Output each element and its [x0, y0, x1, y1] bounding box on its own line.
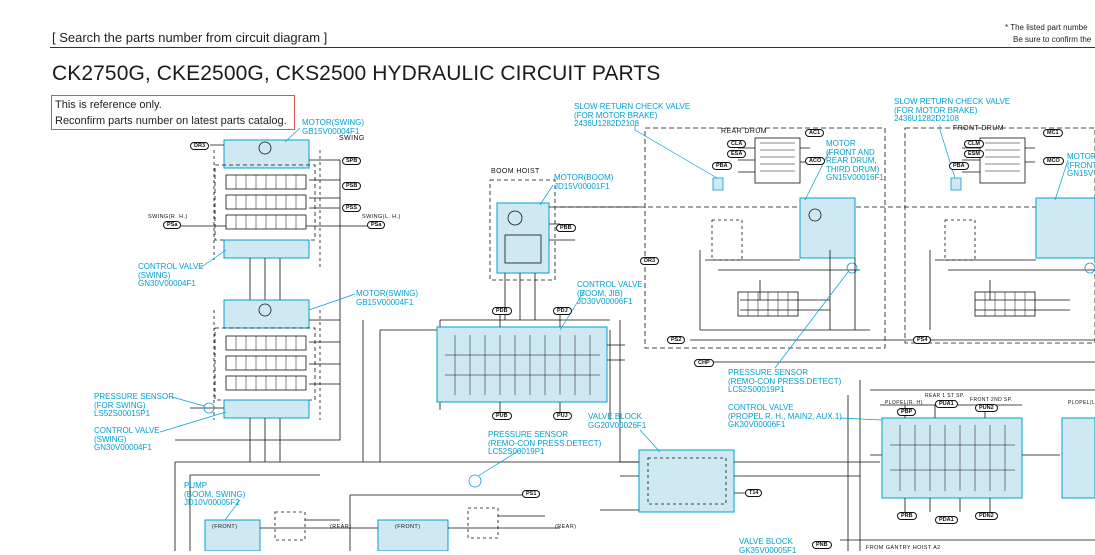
port-tag: PS4 — [913, 336, 932, 344]
plopel-rh-text: PLOPEL(R. H) — [885, 400, 923, 406]
port-tag-aco: ACO — [805, 157, 826, 165]
boom-control-valve-box — [436, 326, 608, 403]
swing-valve-2-box — [223, 399, 310, 419]
rear-drum-motor-box — [799, 197, 856, 259]
page-title: CK2750G, CKE2500G, CKS2500 HYDRAULIC CIR… — [52, 62, 661, 85]
valve-block-1-box — [638, 449, 735, 513]
block-title-boom-hoist: BOOM HOIST — [491, 168, 540, 175]
label-control-valve-propel: CONTROL VALVE(PROPEL R. H., MAIN2, AUX.1… — [728, 403, 842, 430]
block-title-swing: SWING — [339, 135, 365, 142]
parts-note-line2: Be sure to confirm the — [1013, 35, 1092, 44]
port-tag: PUB — [492, 412, 512, 420]
swing-rh-text: SWING(R. H.) — [148, 214, 188, 220]
port-tag: PRB — [897, 512, 917, 520]
port-tag: PUN2 — [975, 404, 998, 412]
port-tag: PNB — [812, 541, 832, 549]
pump-front-text: (FRONT) — [212, 524, 238, 530]
pump-box — [204, 519, 261, 551]
label-slow-return-1: SLOW RETURN CHECK VALVE(FOR MOTOR BRAKE)… — [574, 102, 691, 129]
reference-note: This is reference only. Reconfirm parts … — [51, 95, 295, 130]
port-tag: PUJ — [553, 412, 572, 420]
parts-note-line1: * The listed part numbe — [1005, 23, 1088, 32]
block-title-rear-drum: REAR DRUM — [721, 128, 767, 135]
label-slow-return-2: SLOW RETURN CHECK VALVE(FOR MOTOR BRAKE)… — [894, 97, 1011, 124]
port-tag: PBA — [949, 162, 969, 170]
port-tag: PSS — [342, 204, 362, 212]
port-tag: DR3 — [640, 257, 660, 265]
port-tag: CHP — [694, 359, 714, 367]
section-header: [ Search the parts number from circuit d… — [52, 30, 328, 45]
propel-control-valve-box — [881, 417, 1023, 499]
rear-1st-text: REAR 1 ST SP. — [925, 393, 965, 399]
parts-note: * The listed part numbe Be sure to confi… — [1005, 22, 1091, 46]
swing-motor-2-box — [223, 299, 310, 329]
label-pump: PUMP(BOOM, SWING)JD10V00005F2 — [184, 481, 246, 508]
port-tag: PSa — [163, 221, 182, 229]
label-control-valve-swing-1: CONTROL VALVE(SWING)GN30V00004F1 — [138, 262, 204, 289]
port-tag-cla: CLA — [727, 140, 747, 148]
pump-rear-text: (REAR) — [330, 524, 352, 530]
port-tag-mco: MCO — [1043, 157, 1064, 165]
port-tag: PBB — [556, 224, 576, 232]
reference-line2: Reconfirm parts number on latest parts c… — [55, 115, 287, 127]
port-tag: PDA1 — [935, 516, 958, 524]
port-tag: PUA1 — [935, 400, 958, 408]
port-tag-clm: CLM — [964, 140, 984, 148]
pump2-front-text: (FRONT) — [395, 524, 421, 530]
label-control-valve-boom: CONTROL VALVE(BOOM, JIB)JD30V00006F1 — [577, 280, 643, 307]
from-gantry-text: FROM GANTRY HOIST A2 — [866, 545, 941, 551]
port-tag-ac1: AC1 — [805, 129, 825, 137]
swing-valve-1-box — [223, 239, 310, 259]
boom-motor-box — [496, 202, 550, 274]
pump-2-box — [377, 519, 449, 551]
port-tag: PDN2 — [975, 512, 998, 520]
port-tag: PSa — [367, 221, 386, 229]
port-tag: PS2 — [667, 336, 686, 344]
label-pressure-sensor-remocon-2: PRESSURE SENSOR(REMO-CON PRESS.DETECT)LC… — [728, 368, 842, 395]
label-motor-boom: MOTOR(BOOM)JD15V00001F1 — [554, 173, 614, 191]
front-2nd-text: FRONT 2ND SP. — [970, 397, 1013, 403]
port-tag: SPB — [342, 157, 362, 165]
label-pressure-sensor-remocon-1: PRESSURE SENSOR(REMO-CON PRESS.DETECT)LC… — [488, 430, 602, 457]
label-pressure-sensor-swing: PRESSURE SENSOR(FOR SWING)LS52S00015P1 — [94, 392, 175, 419]
port-tag: PDJ — [553, 307, 572, 315]
front-drum-motor-box — [1035, 197, 1095, 259]
label-motor-swing-1: MOTOR(SWING)GB15V00004F1 — [302, 118, 365, 136]
port-tag: PBA — [712, 162, 732, 170]
port-tag-esm: ESM — [964, 150, 984, 158]
swing-motor-1-box — [223, 139, 310, 169]
port-tag: PDB — [492, 307, 512, 315]
label-control-valve-swing-2: CONTROL VALVE(SWING)GN30V00004F1 — [94, 426, 160, 453]
port-tag-esa: ESA — [727, 150, 747, 158]
pump2-rear-text: (REAR) — [555, 524, 577, 530]
reference-line1: This is reference only. — [55, 99, 162, 111]
port-tag: T14 — [745, 489, 763, 497]
port-tag-mc1: MC1 — [1043, 129, 1063, 137]
swing-lh-text: SWING(L. H.) — [362, 214, 401, 220]
port-tag: PS1 — [522, 490, 541, 498]
plopel-lh-text: PLOPEL(L — [1068, 400, 1095, 406]
block-title-front-drum: FRONT DRUM — [953, 125, 1004, 132]
port-tag: PSB — [342, 182, 362, 190]
port-tag: PBP — [897, 408, 917, 416]
header-divider — [50, 47, 1095, 48]
port-tag: DR3 — [190, 142, 210, 150]
label-motor-swing-2: MOTOR(SWING)GB15V00004F1 — [356, 289, 419, 307]
